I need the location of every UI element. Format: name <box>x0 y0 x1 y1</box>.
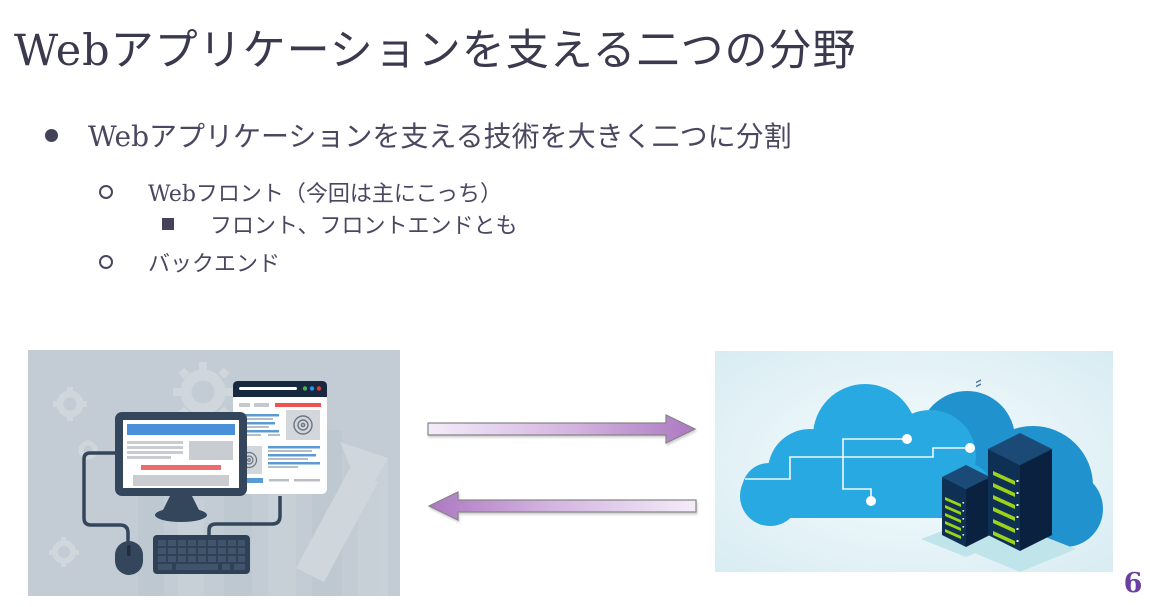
circuit-nodes <box>866 434 975 506</box>
bullet-text: フロント、フロントエンドとも <box>210 214 518 239</box>
page-number: 6 <box>1123 568 1143 599</box>
server-tower-small <box>942 379 990 547</box>
browser-dot-red <box>316 386 322 391</box>
circle-bullet-icon <box>99 255 113 269</box>
bullet-item-3: フロント、フロントエンドとも <box>0 205 518 243</box>
browser-dot-green <box>302 386 308 391</box>
bullet-text: バックエンド <box>148 252 281 277</box>
bullet-text: Webアプリケーションを支える技術を大きく二つに分割 <box>88 120 792 153</box>
cloud-server-illustration <box>715 335 1113 572</box>
bullet-item-2: Webフロント（今回は主にこっち） <box>0 173 502 211</box>
cables <box>82 451 282 543</box>
mouse <box>115 541 143 575</box>
circuit-lines <box>745 438 965 497</box>
arrow-right-icon <box>427 413 697 445</box>
gear-icon <box>52 369 226 564</box>
browser-dot-blue <box>309 386 315 391</box>
bullet-item-4: バックエンド <box>0 243 280 281</box>
square-bullet-icon <box>162 218 174 230</box>
arrow-left-icon <box>427 490 697 522</box>
bullet-item-1: Webアプリケーションを支える技術を大きく二つに分割 <box>0 112 792 158</box>
circle-bullet-icon <box>99 185 113 199</box>
disc-bullet-icon <box>45 128 58 142</box>
server-tower-large <box>988 335 1052 551</box>
trend-arrow-watermark <box>296 442 388 582</box>
keyboard <box>153 535 250 574</box>
web-frontend-illustration <box>28 350 400 596</box>
cloud-shape <box>740 384 992 526</box>
bullet-text: Webフロント（今回は主にこっち） <box>148 182 502 207</box>
browser-window <box>233 381 327 494</box>
slide-title: Webアプリケーションを支える二つの分野 <box>14 26 857 76</box>
monitor <box>115 412 247 522</box>
